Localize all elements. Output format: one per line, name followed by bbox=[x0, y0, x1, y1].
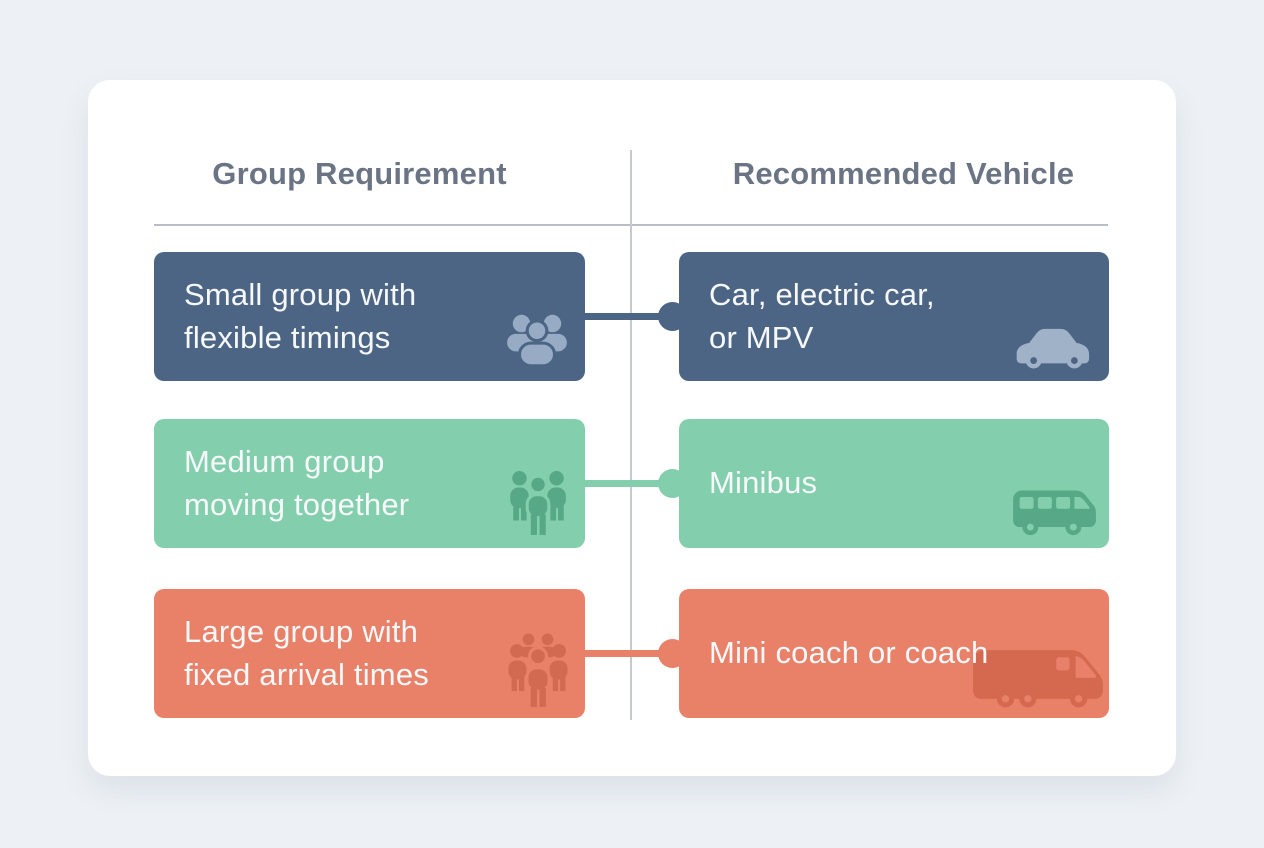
requirement-box-small-group: Small group with flexible timings bbox=[154, 252, 585, 381]
coach-icon bbox=[973, 650, 1103, 708]
column-divider-line bbox=[630, 150, 632, 720]
small-group-icon bbox=[507, 314, 567, 368]
vehicle-box-minibus: Minibus bbox=[679, 419, 1109, 548]
vehicle-text: Mini coach or coach bbox=[709, 635, 989, 671]
connector-line bbox=[585, 639, 687, 668]
vehicle-text: Minibus bbox=[709, 465, 818, 501]
column-header-recommended-vehicle: Recommended Vehicle bbox=[732, 156, 1075, 191]
table-row: Small group with flexible timings Car, e… bbox=[88, 252, 1176, 381]
requirement-box-medium-group: Medium group moving together bbox=[154, 419, 585, 548]
table-row: Medium group moving together bbox=[88, 419, 1176, 548]
car-icon bbox=[1016, 328, 1090, 369]
requirement-box-large-group: Large group with fixed arrival times bbox=[154, 589, 585, 718]
large-group-icon bbox=[508, 633, 568, 707]
vehicle-text: Car, electric car, or MPV bbox=[709, 277, 935, 355]
minibus-icon bbox=[1013, 490, 1096, 536]
medium-group-icon bbox=[510, 471, 566, 535]
requirement-text: Large group with fixed arrival times bbox=[184, 614, 429, 692]
requirement-text: Medium group moving together bbox=[184, 444, 410, 522]
comparison-card: Group Requirement Recommended Vehicle Sm… bbox=[88, 80, 1176, 776]
vehicle-box-car: Car, electric car, or MPV bbox=[679, 252, 1109, 381]
table-row: Large group with fixed arrival times bbox=[88, 589, 1176, 718]
column-header-group-requirement: Group Requirement bbox=[212, 156, 507, 191]
vehicle-box-coach: Mini coach or coach bbox=[679, 589, 1109, 718]
connector-line bbox=[585, 302, 687, 331]
connector-line bbox=[585, 469, 687, 498]
requirement-text: Small group with flexible timings bbox=[184, 277, 417, 355]
